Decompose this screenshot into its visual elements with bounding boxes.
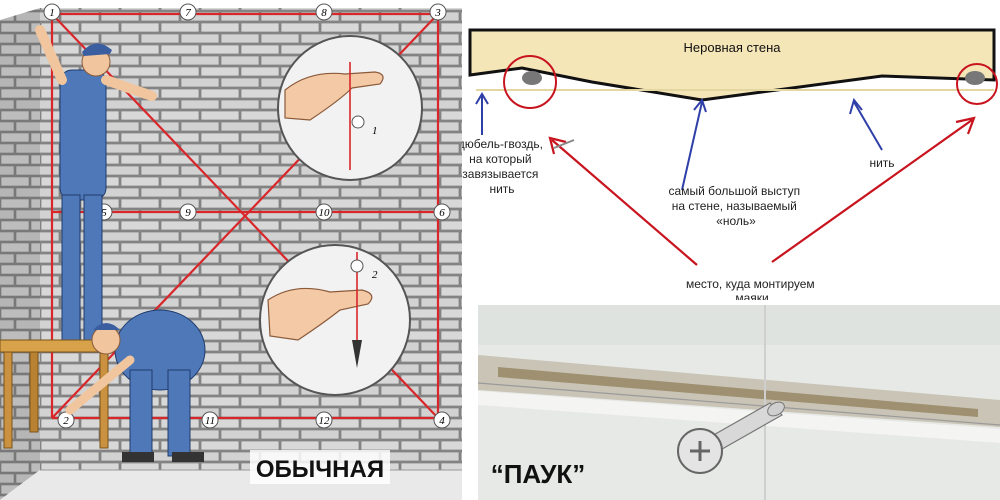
svg-text:9: 9 xyxy=(185,207,191,219)
beacon-circle-left xyxy=(503,55,557,109)
svg-text:11: 11 xyxy=(205,415,215,427)
svg-text:6: 6 xyxy=(439,207,445,219)
point-3: 3 xyxy=(429,3,447,21)
point-4: 4 xyxy=(433,411,451,429)
svg-text:8: 8 xyxy=(321,7,327,19)
svg-text:4: 4 xyxy=(439,415,445,427)
point-9: 9 xyxy=(179,203,197,221)
zoom-circle-top: 1 xyxy=(277,35,423,181)
svg-text:2: 2 xyxy=(372,269,378,281)
annotation-thread: нить xyxy=(869,156,894,170)
wall-label: Неровная стена xyxy=(684,40,782,55)
svg-text:7: 7 xyxy=(185,7,191,19)
dowel-right xyxy=(965,71,985,85)
brick-wall-illustration: 1 7 8 3 5 9 10 6 2 11 12 4 1 2 xyxy=(0,0,462,500)
annotation-zero: самый большой выступ на стене, называемы… xyxy=(669,184,804,228)
svg-text:3: 3 xyxy=(434,7,441,19)
point-10: 10 xyxy=(315,203,333,221)
annotation-dowel: дюбель-гвоздь, на который завязывается н… xyxy=(462,137,546,196)
beacon-circle-right xyxy=(956,63,998,105)
point-11: 11 xyxy=(201,411,219,429)
worker-crouching xyxy=(65,309,206,462)
svg-text:12: 12 xyxy=(319,415,331,427)
dowel-left xyxy=(522,71,542,85)
point-6: 6 xyxy=(433,203,451,221)
worker-standing xyxy=(35,25,157,346)
svg-text:5: 5 xyxy=(101,207,107,219)
point-12: 12 xyxy=(315,411,333,429)
blue-arrows xyxy=(475,92,883,191)
point-8: 8 xyxy=(315,3,333,21)
spider-photo-svg: “ПАУК” xyxy=(478,305,1000,500)
point-7: 7 xyxy=(179,3,197,21)
svg-text:1: 1 xyxy=(372,125,378,137)
svg-text:10: 10 xyxy=(319,207,331,219)
work-table xyxy=(0,339,113,449)
left-panel-ordinary-method: 1 7 8 3 5 9 10 6 2 11 12 4 1 2 xyxy=(0,0,462,500)
point-2: 2 xyxy=(57,411,75,429)
top-right-uneven-wall-diagram: Неровная стена дюбель-гвоздь, на который xyxy=(462,0,1000,300)
zoom-circle-bottom: 2 xyxy=(259,244,411,396)
svg-text:1: 1 xyxy=(49,7,55,19)
red-arrows xyxy=(548,116,976,266)
caption-spider: “ПАУК” xyxy=(491,459,586,489)
screw xyxy=(677,401,785,474)
uneven-wall-svg: Неровная стена дюбель-гвоздь, на который xyxy=(462,28,998,300)
annotation-beacons: место, куда монтируем маяки xyxy=(686,277,818,300)
point-1: 1 xyxy=(43,3,61,21)
svg-text:2: 2 xyxy=(63,415,69,427)
caption-ordinary: ОБЫЧНАЯ xyxy=(256,456,384,483)
bottom-right-spider-method: “ПАУК” xyxy=(478,305,1000,500)
